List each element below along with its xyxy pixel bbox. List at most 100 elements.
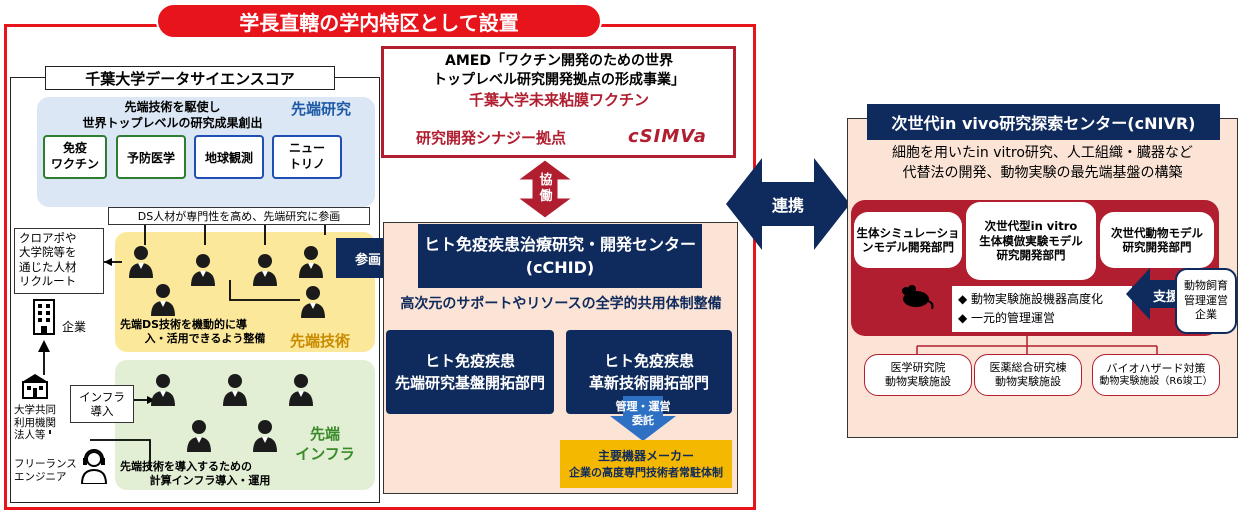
facility-biohazard-line2: 動物実験施設（R6竣工） [1099,375,1213,387]
cnivr-dept-animal-line1: 次世代動物モデル [1111,225,1203,240]
person-icon [252,418,278,452]
cnivr-bullets: ◆ 動物実験施設機器高度化 ◆ 一元的管理運営 [952,286,1132,332]
cchid-dept2-line1: ヒト免疫疾患 [603,351,694,370]
infra-intro-line2: 導入 [90,404,114,418]
univ-org-line3: 法人等 [14,429,46,442]
advanced-infra-label-line2: インフラ [295,444,355,463]
ds-note: DS人材が専門性を高め、先端研究に参画 [108,207,370,225]
cchid-dept1: ヒト免疫疾患 先端研究基盤開拓部門 [386,330,554,414]
breeding-line3: 企業 [1195,308,1217,322]
advanced-tech-desc: 先端DS技術を機動的に導 入・活用できるよう整備 [120,318,290,346]
research-box-neutrino-line1: ニュー [288,141,325,156]
advanced-tech-desc-line1: 先端DS技術を機動的に導 [120,318,248,331]
cnivr-dept-invitro-line1: 次世代型in vitro [984,219,1078,234]
amed-text: AMED「ワクチン開発のための世界 トップレベル研究開発拠点の形成事業」 千葉大… [384,52,734,110]
mouse-icon [898,283,934,313]
cnivr-dept-invitro-line3: 研究開発部門 [996,248,1066,263]
research-box-earth-line1: 地球観測 [204,150,253,165]
univ-org-line2: 利用機関 [14,416,56,429]
advanced-research-desc-line1: 先端技術を駆使し [124,100,221,115]
maker-box: 主要機器メーカー 企業の高度専門技術者常駐体制 [560,440,732,488]
research-box-vaccine: 免疫 ワクチン [43,135,107,179]
support-arrow-icon [1126,268,1186,320]
recruit-line2: 大学院等を [19,245,77,260]
recruit-line4: リクルート [19,274,77,289]
cnivr-title: 次世代in vivo研究探索センター(cNIVR) [867,104,1220,140]
freelance-line2: エンジニア [14,470,67,483]
collab-arrow-icon [516,159,574,219]
cchid-dept1-line2: 先端研究基盤開拓部門 [394,374,545,392]
facility-biohazard-line1: バイオハザード対策 [1106,361,1206,375]
maker-line1: 主要機器メーカー [597,448,694,463]
company-label: 企業 [62,320,87,334]
research-box-vaccine-line2: ワクチン [50,157,99,171]
amed-line2: トップレベル研究開発拠点の形成事業」 [433,71,685,88]
cnivr-dept-sim-line2: ンモデル開発部門 [862,240,954,254]
advanced-tech-label: 先端技術 [290,332,351,350]
delegation-line1: 管理・運営 [615,400,671,414]
freelance-label: フリーランス エンジニア [14,458,77,483]
breeding-line2: 管理運営 [1184,293,1228,307]
research-box-earth: 地球観測 [194,135,264,179]
facility-pharma-line2: 動物実験施設 [995,375,1061,388]
facility-medical: 医学研究院 動物実験施設 [864,354,972,396]
advanced-infra-desc-line2: 計算インフラ導入・運用 [149,473,271,487]
facility-medical-line1: 医学研究院 [890,361,946,375]
headset-icon [80,448,108,488]
collab-line2: 働 [539,189,553,204]
recruit-line3: 通じた人材 [19,259,77,274]
cchid-title-line2: (cCHID) [525,258,595,277]
cooperation-arrow-icon [726,158,850,250]
cnivr-dept-invitro: 次世代型in vitro 生体模倣実験モデル 研究開発部門 [966,202,1096,280]
facility-pharma-line1: 医薬総合研究棟 [989,361,1067,375]
cnivr-desc: 細胞を用いたin vitro研究、人工組織・臓器など 代替法の開発、動物実験の最… [850,144,1235,183]
amed-line4: 研究開発シナジー拠点 [416,129,567,147]
person-icon [252,252,278,286]
advanced-tech-desc-line2: 入・活用できるよう整備 [144,331,266,345]
cchid-dept2-line2: 革新技術開拓部門 [588,374,709,392]
amed-line1: AMED「ワクチン開発のための世界 [445,53,673,69]
advanced-research-desc-line2: 世界トップレベルの研究成果創出 [82,116,263,130]
support-label: 支援 [1152,289,1179,305]
building-icon [32,298,56,340]
csimva-logo: cSIMVa [628,126,707,147]
facility-pharma: 医薬総合研究棟 動物実験施設 [974,354,1082,396]
person-icon [186,418,212,452]
amed-box [381,46,736,158]
person-icon [288,372,314,406]
advanced-infra-label-line1: 先端 [309,425,340,443]
person-icon [150,372,176,406]
delegation-arrow-icon [610,396,676,441]
collab-line1: 協 [539,173,553,189]
person-icon [150,282,176,316]
cnivr-bullet-1: ◆ 動物実験施設機器高度化 [958,292,1104,306]
delegation-label: 管理・運営 委託 [614,398,672,430]
advanced-research-desc: 先端技術を駆使し 世界トップレベルの研究成果創出 [60,99,285,133]
banner-title: 学長直轄の学内特区として設置 [156,3,602,39]
advanced-research-label: 先端研究 [291,100,352,118]
cchid-title-line1: ヒト免疫疾患治療研究・開発センター [423,234,696,254]
person-icon [300,284,326,318]
research-box-neutrino-line2: トリノ [288,157,325,171]
cnivr-bullet-2: ◆ 一元的管理運営 [958,310,1056,325]
amed-line3: 千葉大学未来粘膜ワクチン [468,90,649,109]
research-box-vaccine-line1: 免疫 [62,141,87,156]
breeding-line1: 動物飼育 [1184,278,1228,292]
freelance-line1: フリーランス [14,458,77,470]
facility-medical-line2: 動物実験施設 [885,375,951,388]
cnivr-dept-sim-line1: 生体シミュレーショ [856,225,960,240]
person-icon [222,372,248,406]
facility-connectors [916,336,1158,354]
delegation-line2: 委託 [632,414,654,427]
collab-label: 協 働 [526,166,566,212]
infra-intro-box: インフラ 導入 [70,385,134,423]
school-icon [20,372,50,404]
cnivr-dept-sim: 生体シミュレーショ ンモデル開発部門 [854,212,962,268]
research-box-preventive-line1: 予防医学 [126,150,175,165]
infra-intro-line1: インフラ [79,389,125,404]
cchid-subtitle: 高次元のサポートやリソースの全学的共用体制整備 [400,296,722,312]
dsc-connectors [38,225,326,470]
person-icon [298,244,324,278]
cnivr-dept-animal-line2: 研究開発部門 [1122,240,1192,254]
cooperation-label: 連携 [771,196,804,215]
